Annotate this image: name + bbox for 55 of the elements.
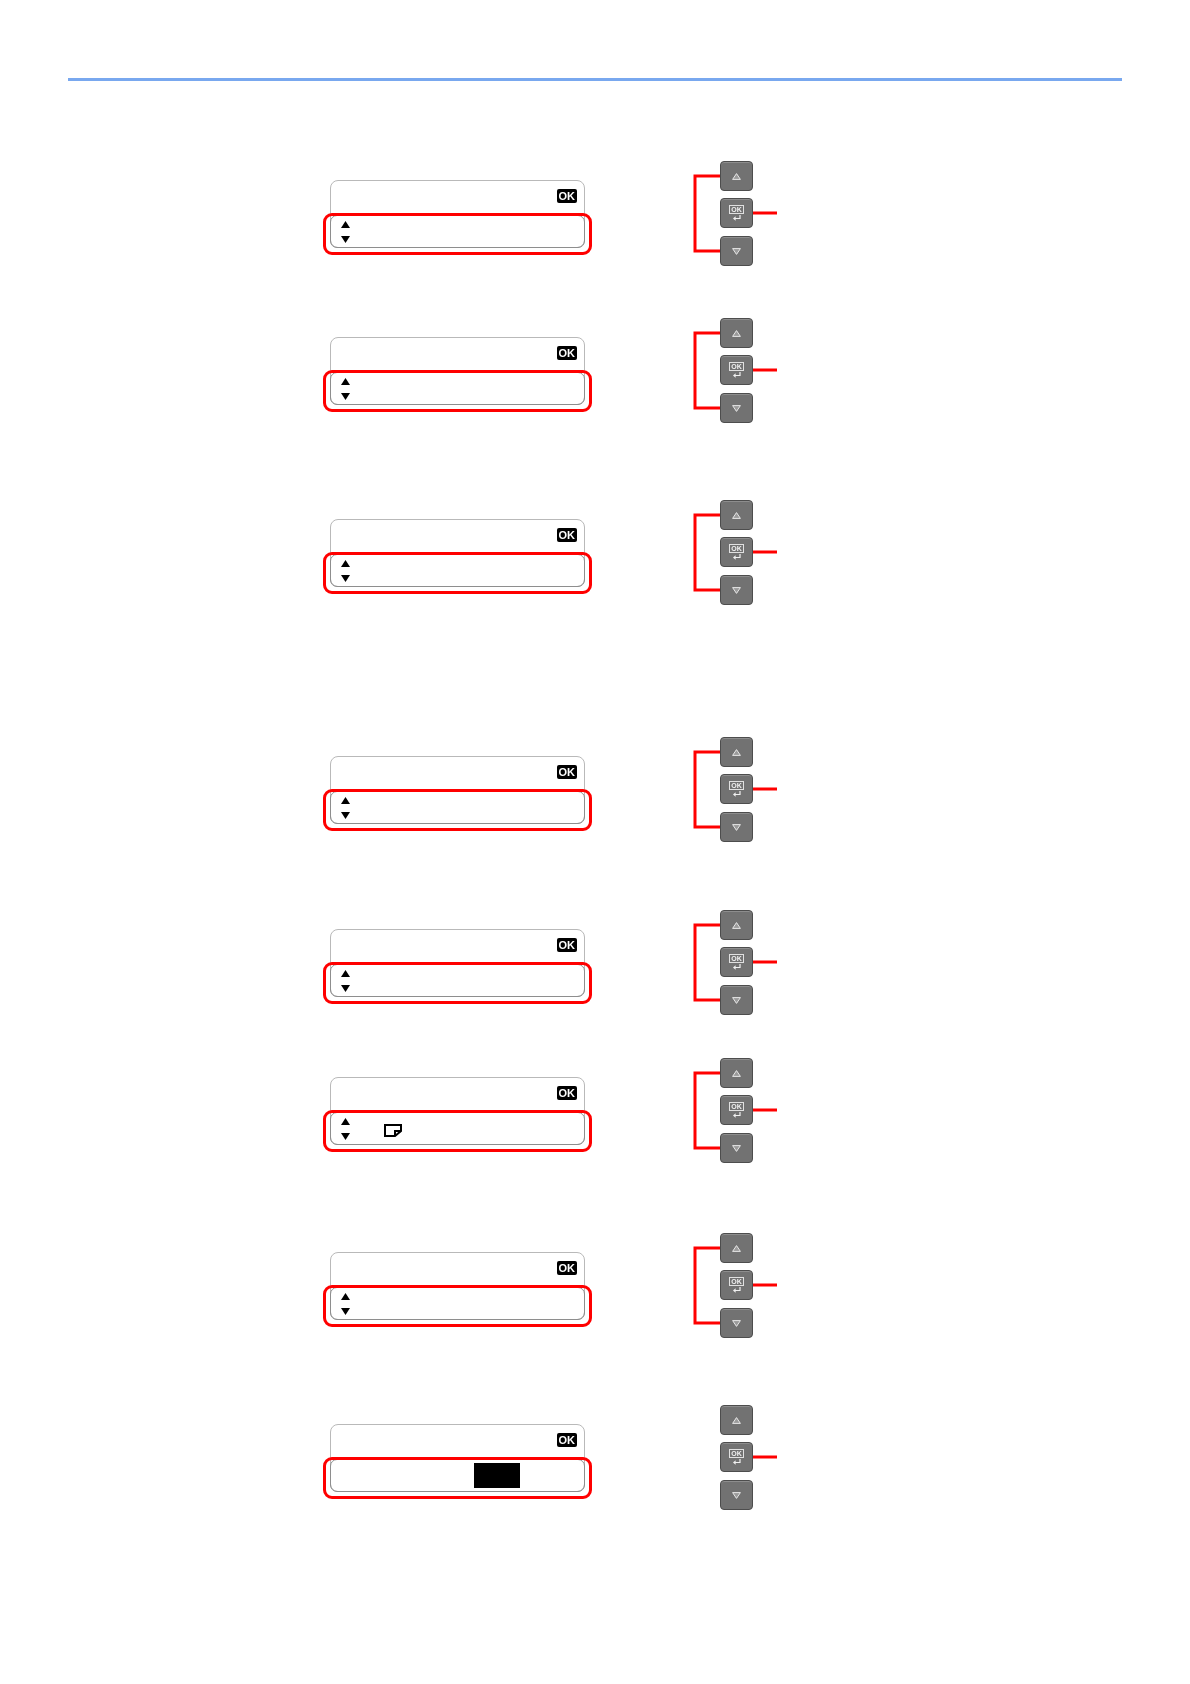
leader-line bbox=[753, 1455, 777, 1459]
bracket-line bbox=[693, 331, 720, 410]
leader-line bbox=[753, 787, 777, 791]
bracket-line bbox=[693, 1246, 720, 1325]
ok-indicator: OK bbox=[556, 189, 577, 203]
ok-key bbox=[720, 1442, 753, 1472]
bracket-line bbox=[693, 750, 720, 829]
leader-line bbox=[753, 550, 777, 554]
ok-key bbox=[720, 947, 753, 977]
down-key bbox=[720, 1480, 753, 1510]
bracket-line bbox=[693, 1071, 720, 1150]
ok-indicator: OK bbox=[556, 1086, 577, 1100]
lcd-display bbox=[330, 1252, 585, 1320]
ok-indicator: OK bbox=[556, 1433, 577, 1447]
up-key bbox=[720, 500, 753, 530]
ok-key bbox=[720, 537, 753, 567]
up-key bbox=[720, 1233, 753, 1263]
up-key bbox=[720, 1405, 753, 1435]
bracket-line bbox=[693, 513, 720, 592]
up-key bbox=[720, 737, 753, 767]
ok-indicator: OK bbox=[556, 938, 577, 952]
lcd-display bbox=[330, 756, 585, 824]
down-key bbox=[720, 1133, 753, 1163]
lcd-display bbox=[330, 519, 585, 587]
up-key bbox=[720, 161, 753, 191]
down-key bbox=[720, 393, 753, 423]
lcd-display bbox=[330, 1077, 585, 1145]
ok-key bbox=[720, 1095, 753, 1125]
up-key bbox=[720, 318, 753, 348]
lcd-display bbox=[330, 180, 585, 248]
leader-line bbox=[753, 1108, 777, 1112]
bracket-line bbox=[693, 923, 720, 1002]
lcd-display bbox=[330, 929, 585, 997]
ok-indicator: OK bbox=[556, 346, 577, 360]
ok-key bbox=[720, 198, 753, 228]
bracket-line bbox=[693, 174, 720, 253]
ok-indicator: OK bbox=[556, 528, 577, 542]
lcd-display bbox=[330, 1424, 585, 1492]
down-key bbox=[720, 575, 753, 605]
leader-line bbox=[753, 960, 777, 964]
down-key bbox=[720, 985, 753, 1015]
ok-indicator: OK bbox=[556, 765, 577, 779]
ok-key bbox=[720, 774, 753, 804]
ok-key bbox=[720, 355, 753, 385]
up-key bbox=[720, 1058, 753, 1088]
leader-line bbox=[753, 1283, 777, 1287]
down-key bbox=[720, 236, 753, 266]
down-key bbox=[720, 1308, 753, 1338]
leader-line bbox=[753, 211, 777, 215]
lcd-display bbox=[330, 337, 585, 405]
ok-key bbox=[720, 1270, 753, 1300]
down-key bbox=[720, 812, 753, 842]
up-key bbox=[720, 910, 753, 940]
ok-indicator: OK bbox=[556, 1261, 577, 1275]
leader-line bbox=[753, 368, 777, 372]
